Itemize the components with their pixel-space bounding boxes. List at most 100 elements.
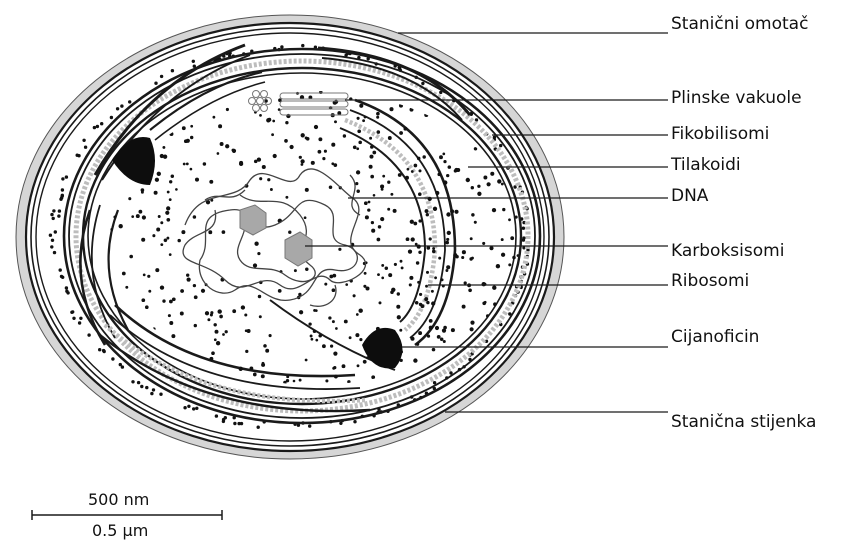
ribosome [356, 170, 360, 174]
ribosome [433, 207, 437, 211]
ribosome [405, 176, 409, 180]
ribosome [492, 208, 496, 212]
periplasm-dot [137, 381, 140, 384]
ribosome [294, 269, 297, 272]
ribosome [195, 178, 199, 182]
ribosome [310, 335, 313, 338]
ribosome [335, 327, 338, 330]
ribosome [167, 191, 170, 194]
ribosome [462, 250, 466, 254]
ribosome [284, 139, 288, 143]
ribosome [431, 301, 435, 305]
ribosome [422, 155, 425, 158]
ribosome [324, 283, 327, 286]
ribosome [147, 275, 150, 278]
ribosome [501, 238, 504, 241]
ribosome [470, 327, 474, 331]
ribosome [160, 243, 163, 246]
ribosome [258, 295, 261, 298]
ribosome [398, 173, 402, 177]
ribosome [482, 282, 486, 286]
ribosome [154, 191, 158, 195]
ribosome [286, 114, 290, 118]
ribosome [169, 198, 172, 201]
ribosome [508, 263, 511, 266]
ribosome [160, 154, 164, 158]
ribosome [358, 141, 362, 145]
periplasm-dot [78, 321, 81, 324]
ribosome [330, 345, 333, 348]
ribosome [453, 253, 457, 257]
ribosome [414, 164, 418, 168]
periplasm-dot [280, 45, 283, 48]
ribosome [410, 220, 414, 224]
ribosome [171, 334, 175, 338]
ribosome [338, 248, 341, 251]
ribosome [266, 118, 270, 122]
periplasm-dot [150, 392, 153, 395]
ribosome [394, 263, 397, 266]
periplasm-dot [57, 214, 60, 217]
ribosome [324, 150, 327, 153]
periplasm-dot [131, 380, 134, 383]
periplasm-dot [50, 213, 53, 216]
ribosome [359, 338, 362, 341]
ribosome [263, 344, 267, 348]
periplasm-dot [301, 44, 304, 47]
ribosome [305, 267, 308, 270]
ribosome [259, 114, 262, 117]
ribosome [446, 212, 450, 216]
periplasm-dot [233, 422, 236, 425]
periplasm-dot [79, 317, 82, 320]
periplasm-dot [140, 385, 143, 388]
periplasm-dot [433, 381, 436, 384]
periplasm-dot [159, 393, 162, 396]
ribosome [356, 190, 359, 193]
ribosome [388, 273, 392, 277]
ribosome [442, 153, 445, 156]
ribosome [180, 289, 184, 293]
ribosome [141, 191, 144, 194]
ribosome [448, 165, 452, 169]
ribosome [285, 121, 288, 124]
ribosome [269, 334, 272, 337]
ribosome [308, 322, 311, 325]
ribosome [125, 286, 128, 289]
periplasm-dot [128, 100, 131, 103]
ribosome [425, 285, 428, 288]
ribosome [493, 302, 497, 306]
ribosome [510, 236, 514, 240]
ribosome [418, 251, 421, 254]
ribosome [429, 237, 432, 240]
ribosome [160, 285, 164, 289]
ribosome [382, 175, 385, 178]
ribosome [380, 217, 384, 221]
periplasm-dot [59, 198, 62, 201]
ribosome [186, 163, 189, 166]
periplasm-dot [222, 418, 225, 421]
ribosome [186, 274, 189, 277]
ribosome [145, 305, 149, 309]
ribosome [418, 331, 422, 335]
ribosome [315, 339, 318, 342]
periplasm-dot [98, 348, 101, 351]
ribosome [490, 172, 494, 176]
ribosome [413, 358, 417, 362]
periplasm-dot [65, 286, 68, 289]
ribosome [261, 363, 265, 367]
ribosome [407, 168, 410, 171]
ribosome [265, 349, 269, 353]
ribosome [218, 124, 222, 128]
ribosome [411, 170, 414, 173]
ribosome [357, 117, 360, 120]
periplasm-dot [145, 386, 148, 389]
ribosome [286, 375, 289, 378]
ribosome [288, 231, 291, 234]
ribosome [429, 319, 433, 323]
ribosome [471, 186, 474, 189]
periplasm-dot [82, 139, 85, 142]
ribosome [169, 180, 172, 183]
ribosome [165, 211, 169, 215]
periplasm-dot [61, 188, 64, 191]
ribosome [418, 219, 421, 222]
